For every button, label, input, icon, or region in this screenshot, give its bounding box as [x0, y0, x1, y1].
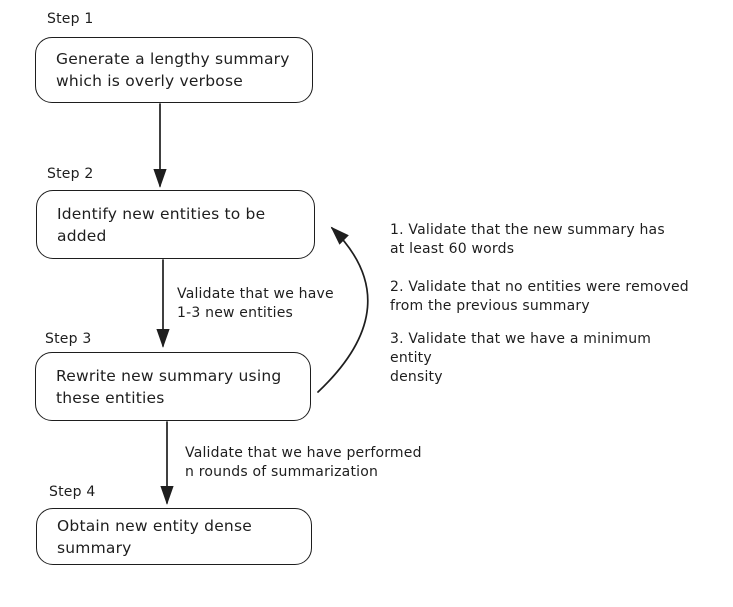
step4-label: Step 4 — [49, 484, 96, 500]
step2-label: Step 2 — [47, 166, 94, 182]
loop-annotation-item-1: 1. Validate that the new summary has at … — [390, 222, 665, 257]
edge-label-step2-step3: Validate that we have 1-3 new entities — [177, 286, 334, 321]
step1-box: Generate a lengthy summary which is over… — [35, 37, 313, 103]
step2-box-text: Identify new entities to be added — [57, 204, 266, 245]
step1-box-text: Generate a lengthy summary which is over… — [56, 50, 290, 90]
loop-annotation-item-3: 3. Validate that we have a minimum entit… — [390, 331, 652, 385]
step4-box-text: Obtain new entity dense summary — [57, 516, 252, 557]
step2-box: Identify new entities to be added — [36, 190, 315, 259]
step4-box: Obtain new entity dense summary — [36, 508, 312, 565]
edge-label-step3-step4: Validate that we have performed n rounds… — [185, 445, 422, 480]
step1-label: Step 1 — [47, 11, 94, 27]
loop-annotation-item-2: 2. Validate that no entities were remove… — [390, 279, 689, 314]
step3-box-text: Rewrite new summary using these entities — [56, 366, 282, 407]
step3-box: Rewrite new summary using these entities — [35, 352, 311, 421]
step3-label: Step 3 — [45, 331, 92, 347]
